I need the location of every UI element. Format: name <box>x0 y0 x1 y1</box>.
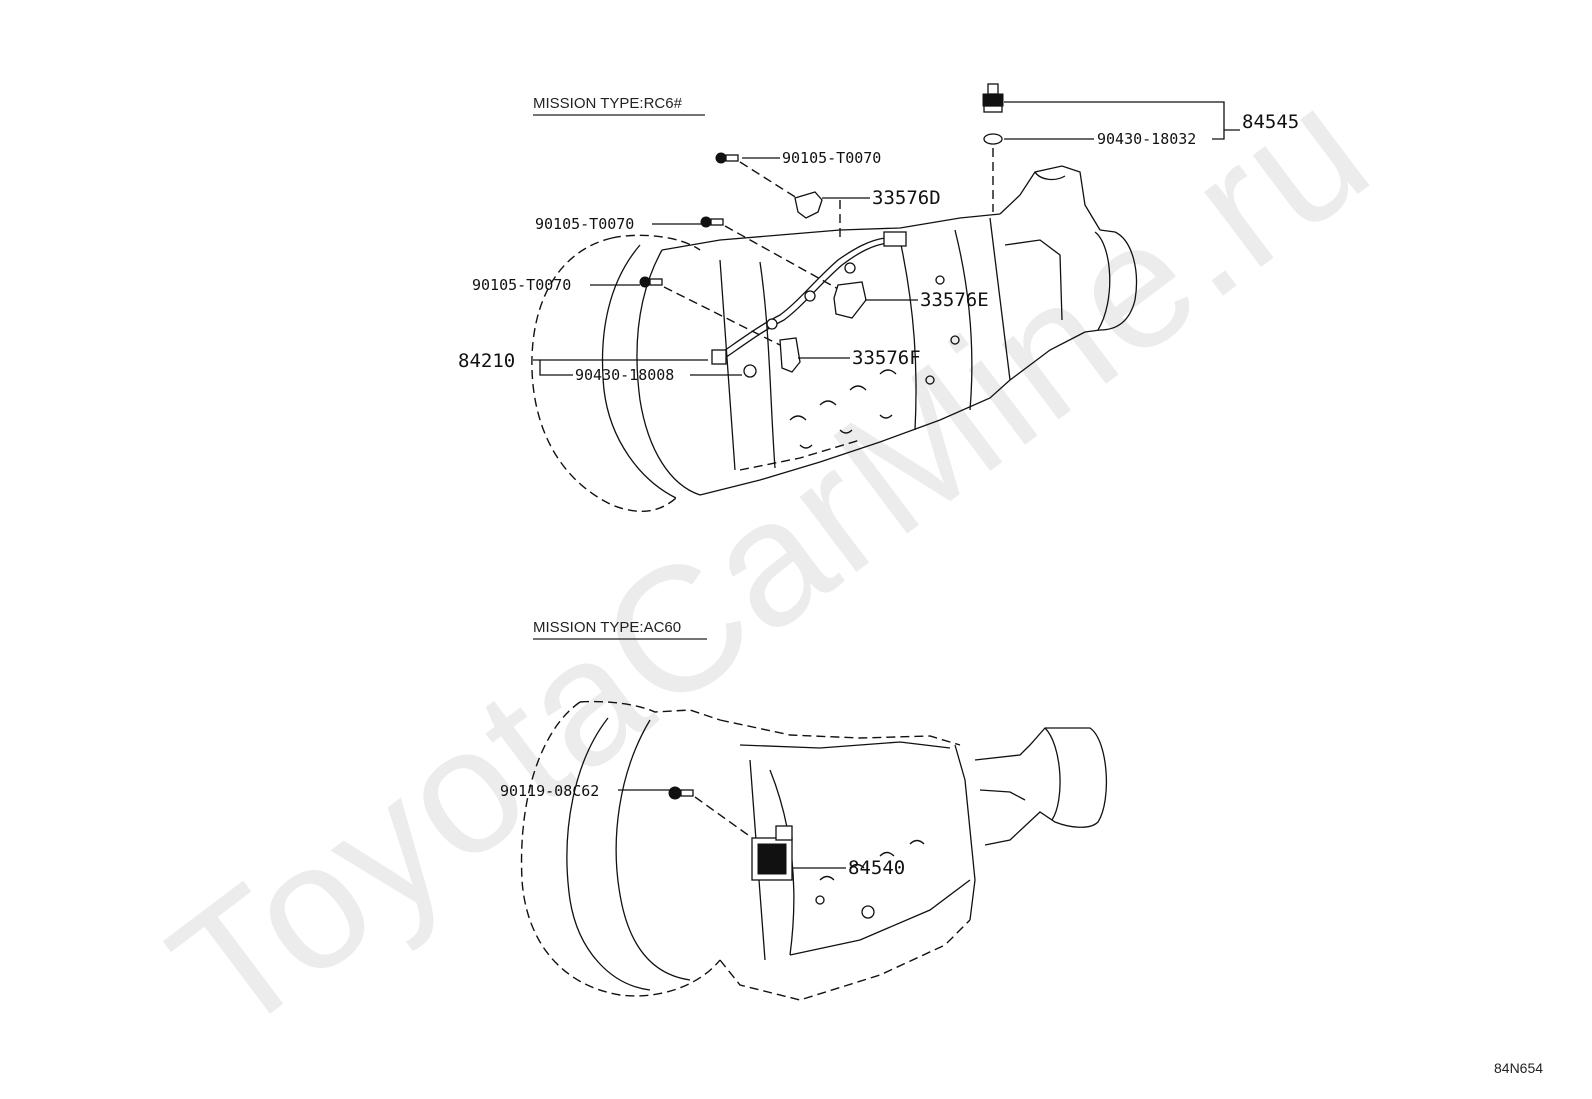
wire-harness <box>717 237 886 356</box>
section-title-ac60: MISSION TYPE:AC60 <box>533 619 681 636</box>
washer-90430-18032 <box>983 133 1003 145</box>
callout-84210: 84210 <box>458 350 515 372</box>
bolt-90105-a <box>715 152 801 201</box>
callout-33576d: 33576D <box>872 187 941 209</box>
transmission-rc6-illustration <box>531 165 1138 512</box>
bolt-90105-b <box>700 216 841 291</box>
diagram-code: 84N654 <box>1494 1060 1543 1076</box>
bolt-90105-c <box>639 276 781 346</box>
callout-90105-t0070-mid: 90105-T0070 <box>535 215 634 233</box>
section-rc6: MISSION TYPE:RC6# <box>458 83 1299 512</box>
callout-84540: 84540 <box>848 857 905 879</box>
callout-90430-18032: 90430-18032 <box>1097 130 1196 148</box>
transmission-ac60-illustration <box>520 700 1107 1001</box>
callout-33576f: 33576F <box>852 347 921 369</box>
bell-housing-outline <box>531 237 677 512</box>
sensor-84545-illustration <box>982 83 1004 212</box>
sensor-84540-illustration <box>751 825 793 881</box>
section-ac60: MISSION TYPE:AC60 <box>500 619 1107 1001</box>
bracket-33576d <box>794 191 823 219</box>
o-ring-90430-18008 <box>743 364 757 378</box>
callout-33576e: 33576E <box>920 289 989 311</box>
bracket-33576e <box>833 281 867 319</box>
clamp-33576f <box>779 337 801 373</box>
callout-84545: 84545 <box>1242 111 1299 133</box>
callout-90105-t0070-low: 90105-T0070 <box>472 276 571 294</box>
callout-90105-t0070-top: 90105-T0070 <box>782 149 881 167</box>
section-title-rc6: MISSION TYPE:RC6# <box>533 95 683 112</box>
sensor-84210-illustration <box>711 349 727 365</box>
callout-90430-18008: 90430-18008 <box>575 366 674 384</box>
callout-90119-08c62: 90119-08C62 <box>500 782 599 800</box>
bolt-90119 <box>668 786 756 841</box>
harness-connector <box>883 231 907 247</box>
